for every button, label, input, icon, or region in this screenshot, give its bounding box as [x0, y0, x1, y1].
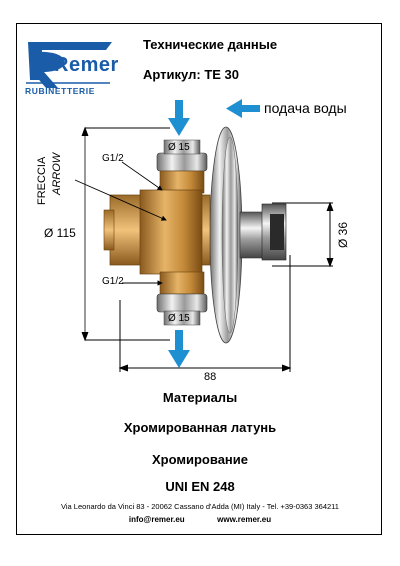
page-frame: [16, 23, 382, 535]
thread-top-label: G1/2: [102, 153, 124, 164]
thread-bottom-label: G1/2: [102, 276, 124, 287]
diameter-bottom-label: Ø 15: [168, 313, 190, 324]
article-label: Артикул: [143, 67, 197, 82]
article-separator: :: [196, 67, 201, 82]
diameter-top-label: Ø 15: [168, 142, 190, 153]
depth-dimension-label: 88: [204, 371, 217, 383]
footer-website[interactable]: www.remer.eu: [217, 515, 272, 524]
article-line: Артикул: TE 30: [143, 67, 239, 82]
button-dimension-label: Ø 36: [336, 221, 350, 248]
height-dimension-label: Ø 115: [44, 226, 76, 240]
page-title: Технические данные: [143, 37, 278, 52]
article-code: TE 30: [204, 67, 239, 82]
arrow-label-freccia: FRECCIA: [36, 156, 48, 205]
footer-email[interactable]: info@remer.eu: [128, 515, 185, 524]
brand-name: Remer: [54, 54, 119, 76]
footer-contact: info@remer.eu www.remer.eu: [0, 515, 400, 524]
standard-value: UNI EN 248: [165, 479, 235, 494]
footer-address: Via Leonardo da Vinci 83 - 20062 Cassano…: [61, 502, 339, 511]
brand-subtitle: RUBINETTERIE: [25, 86, 96, 96]
material-value: Хромированная латунь: [123, 420, 277, 435]
materials-heading: Материалы: [162, 390, 238, 405]
water-supply-label: подача воды: [264, 100, 347, 116]
finish-value: Хромирование: [152, 452, 248, 467]
arrow-label-arrow: ARROW: [51, 152, 63, 195]
